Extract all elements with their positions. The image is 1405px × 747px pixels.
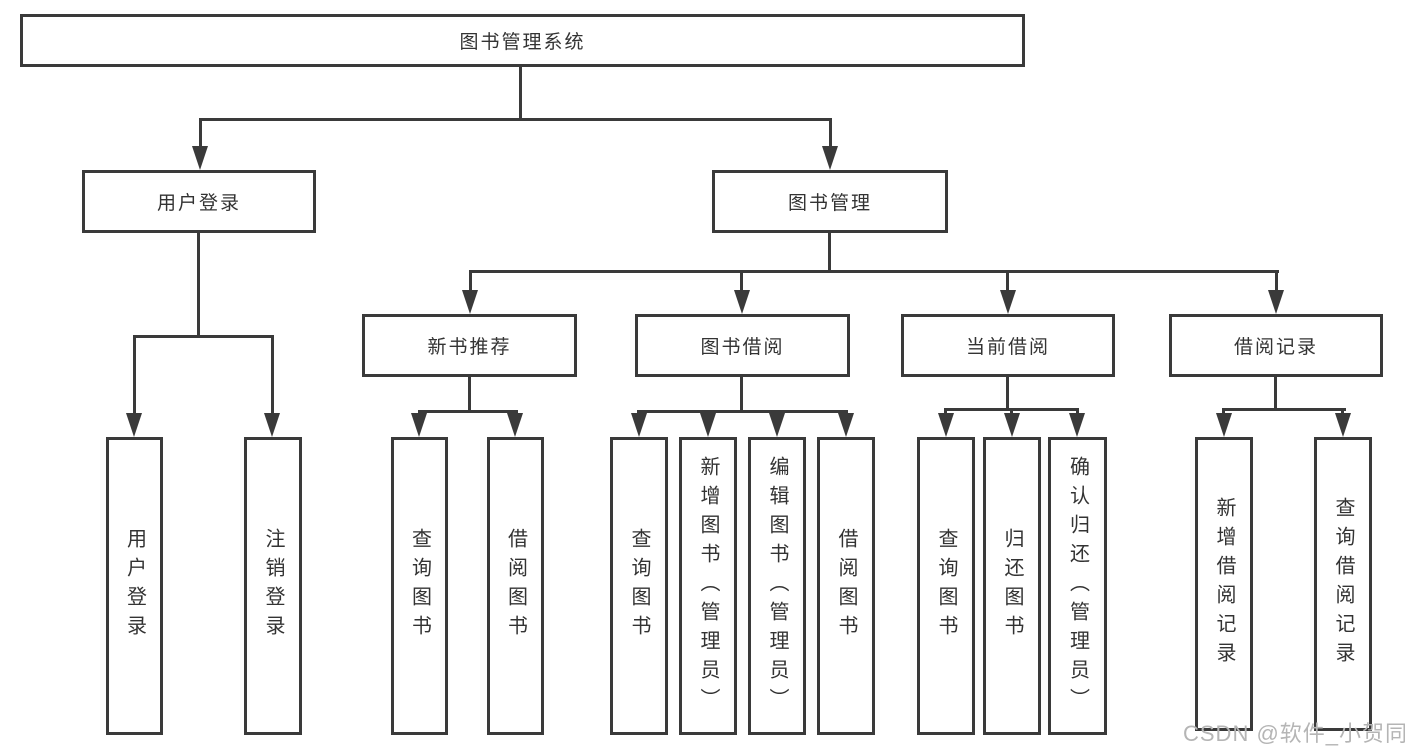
leaf-query-book-1: 查询图书 [391,437,448,735]
leaf-label: 查询图书 [408,528,431,644]
connector-vline [740,377,743,412]
arrow-down-icon [631,413,647,437]
connector-hline [469,270,1279,273]
arrow-down-icon [734,290,750,314]
node-current-borrow: 当前借阅 [901,314,1115,377]
connector-vline [740,270,743,294]
node-label: 图书管理 [787,193,872,214]
leaf-query-book-3: 查询图书 [917,437,975,735]
leaf-add-borrow-record: 新增借阅记录 [1195,437,1253,731]
node-label: 用户登录 [156,193,241,214]
node-label: 图书借阅 [700,337,785,358]
connector-vline [133,335,136,417]
connector-hline [199,118,832,121]
node-book-management: 图书管理 [712,170,948,233]
leaf-label: 确认归还（管理员） [1066,455,1089,717]
leaf-label: 归还图书 [1001,528,1023,644]
connector-vline [519,67,522,120]
leaf-query-book-2: 查询图书 [610,437,668,735]
connector-vline [828,233,831,272]
arrow-down-icon [700,413,716,437]
arrow-down-icon [1216,413,1232,437]
leaf-confirm-return-admin: 确认归还（管理员） [1048,437,1107,735]
leaf-label: 借阅图书 [504,528,527,644]
leaf-label: 查询图书 [935,528,957,644]
arrow-down-icon [822,146,838,170]
connector-vline [1222,408,1225,417]
leaf-label: 新增图书（管理员） [697,455,719,717]
leaf-logout: 注销登录 [244,437,302,735]
arrow-down-icon [462,290,478,314]
connector-hline [1222,408,1346,411]
leaf-edit-book-admin: 编辑图书（管理员） [748,437,806,735]
leaf-add-book-admin: 新增图书（管理员） [679,437,737,735]
node-label: 借阅记录 [1233,337,1318,358]
connector-vline [1275,270,1278,294]
csdn-watermark: CSDN @软件_小贺同学 [1183,721,1405,746]
connector-hline [133,335,274,338]
connector-vline [944,408,947,417]
leaf-label: 注销登录 [262,528,284,644]
connector-vline [1006,270,1009,294]
arrow-down-icon [264,413,280,437]
arrow-down-icon [1000,290,1016,314]
connector-vline [469,270,472,294]
connector-vline [1274,377,1277,410]
node-root-label: 图书管理系统 [459,32,586,53]
leaf-label: 查询图书 [628,528,650,644]
arrow-down-icon [1335,413,1351,437]
arrow-down-icon [1004,413,1020,437]
node-root: 图书管理系统 [20,14,1025,67]
arrow-down-icon [507,413,523,437]
node-borrow-records: 借阅记录 [1169,314,1383,377]
connector-vline [829,118,832,150]
connector-vline [197,233,200,337]
connector-vline [1010,408,1013,417]
leaf-query-borrow-record: 查询借阅记录 [1314,437,1372,731]
arrow-down-icon [1268,290,1284,314]
leaf-user-login: 用户登录 [106,437,163,735]
connector-hline [637,410,848,413]
leaf-label: 编辑图书（管理员） [766,455,788,717]
connector-vline [468,377,471,412]
arrow-down-icon [1069,413,1085,437]
leaf-borrow-book-2: 借阅图书 [817,437,875,735]
node-new-book-recommend: 新书推荐 [362,314,577,377]
connector-vline [199,118,202,150]
arrow-down-icon [126,413,142,437]
node-book-borrow: 图书借阅 [635,314,850,377]
node-label: 新书推荐 [427,337,512,358]
connector-hline [418,410,518,413]
arrow-down-icon [192,146,208,170]
node-label: 当前借阅 [965,337,1050,358]
arrow-down-icon [838,413,854,437]
leaf-label: 查询借阅记录 [1332,497,1354,671]
arrow-down-icon [411,413,427,437]
arrow-down-icon [769,413,785,437]
connector-vline [1341,408,1344,417]
node-user-login: 用户登录 [82,170,316,233]
connector-vline [1076,408,1079,417]
leaf-label: 用户登录 [123,528,146,644]
leaf-label: 新增借阅记录 [1213,497,1235,671]
arrow-down-icon [938,413,954,437]
connector-vline [271,335,274,417]
leaf-return-book: 归还图书 [983,437,1041,735]
leaf-label: 借阅图书 [835,528,857,644]
leaf-borrow-book-1: 借阅图书 [487,437,544,735]
connector-vline [1006,377,1009,410]
